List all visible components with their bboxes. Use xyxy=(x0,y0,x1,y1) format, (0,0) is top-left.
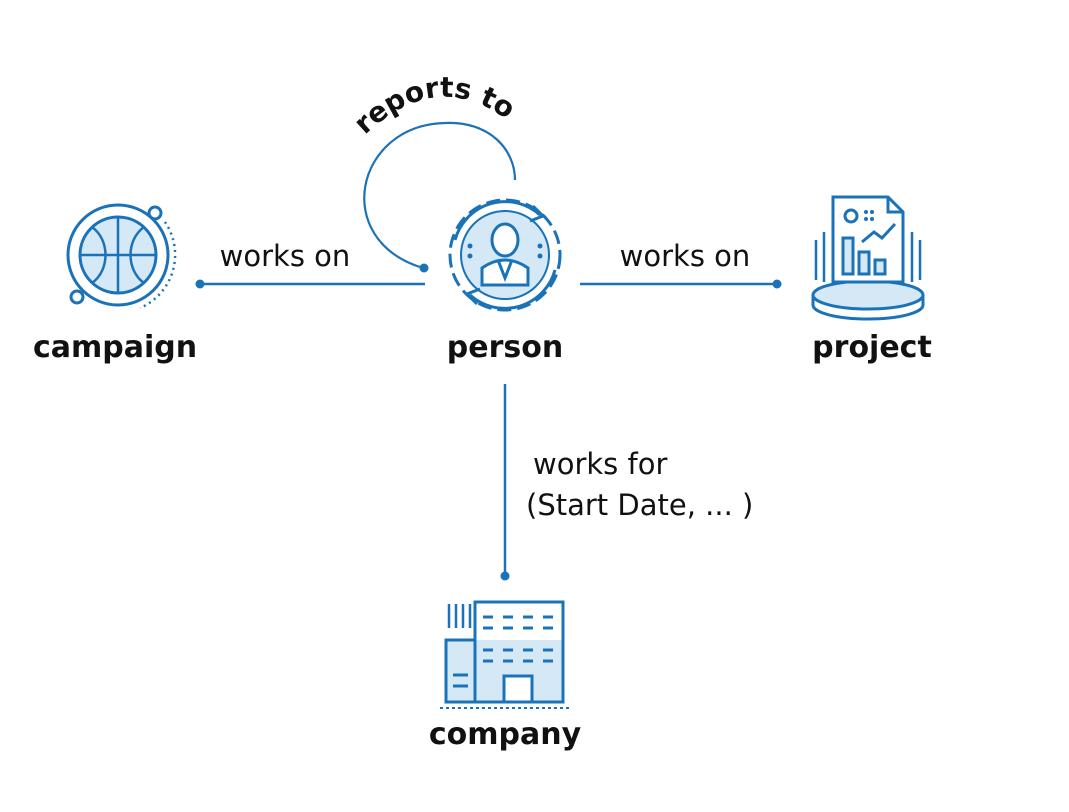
edge-works-for: works for (Start Date, ... ) xyxy=(500,384,753,581)
office-building-icon xyxy=(440,600,570,709)
edge-label-works-on-project: works on xyxy=(620,239,751,273)
node-label-person: person xyxy=(447,330,563,365)
report-chart-icon xyxy=(811,195,925,321)
edge-label-works-for: works for xyxy=(533,447,667,481)
edge-works-on-campaign: works on xyxy=(195,239,425,289)
node-label-project: project xyxy=(812,330,932,365)
edge-label-works-on-campaign: works on xyxy=(220,239,351,273)
node-label-campaign: campaign xyxy=(33,330,197,365)
node-company: company xyxy=(429,600,582,752)
node-campaign: campaign xyxy=(33,203,197,365)
node-label-company: company xyxy=(429,717,582,752)
person-cycle-icon xyxy=(448,198,562,312)
node-project: project xyxy=(811,195,932,365)
edge-label-works-for-attributes: (Start Date, ... ) xyxy=(526,488,753,522)
node-person: person xyxy=(447,198,563,365)
basketball-icon xyxy=(66,203,177,310)
edge-label-reports-to: reports to xyxy=(347,71,521,140)
edge-works-on-project: works on xyxy=(580,239,782,289)
